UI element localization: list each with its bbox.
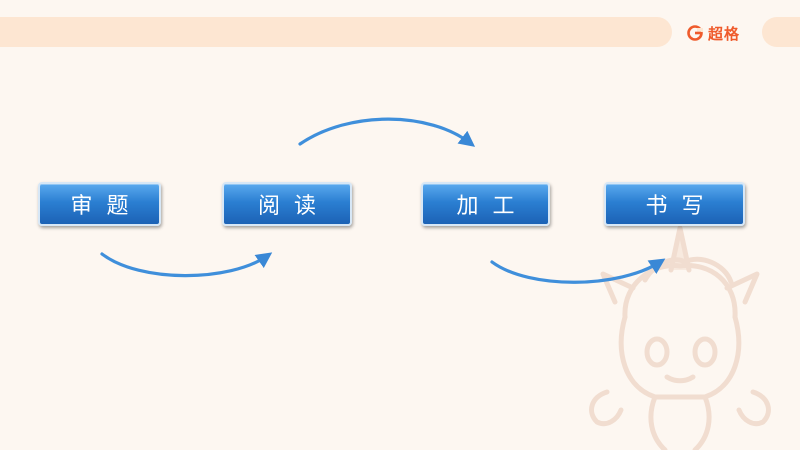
step-box-4: 书写	[604, 182, 745, 226]
step-box-1: 审题	[38, 182, 161, 226]
header-bar	[0, 17, 672, 47]
brand-name: 超格	[708, 24, 741, 43]
step-box-2: 阅读	[222, 182, 352, 226]
step-label-4: 书写	[645, 194, 718, 219]
arc-connector-2	[298, 117, 476, 147]
header-bar-end	[762, 17, 800, 47]
step-box-3: 加工	[421, 182, 550, 226]
arc-connector-1	[100, 252, 273, 278]
step-label-3: 加工	[456, 194, 529, 219]
step-label-2: 阅读	[257, 194, 330, 219]
brand-logo: 超格	[686, 22, 740, 44]
step-label-1: 审题	[70, 194, 143, 219]
arc-connector-3	[490, 258, 666, 284]
g-logo-icon	[687, 25, 703, 41]
